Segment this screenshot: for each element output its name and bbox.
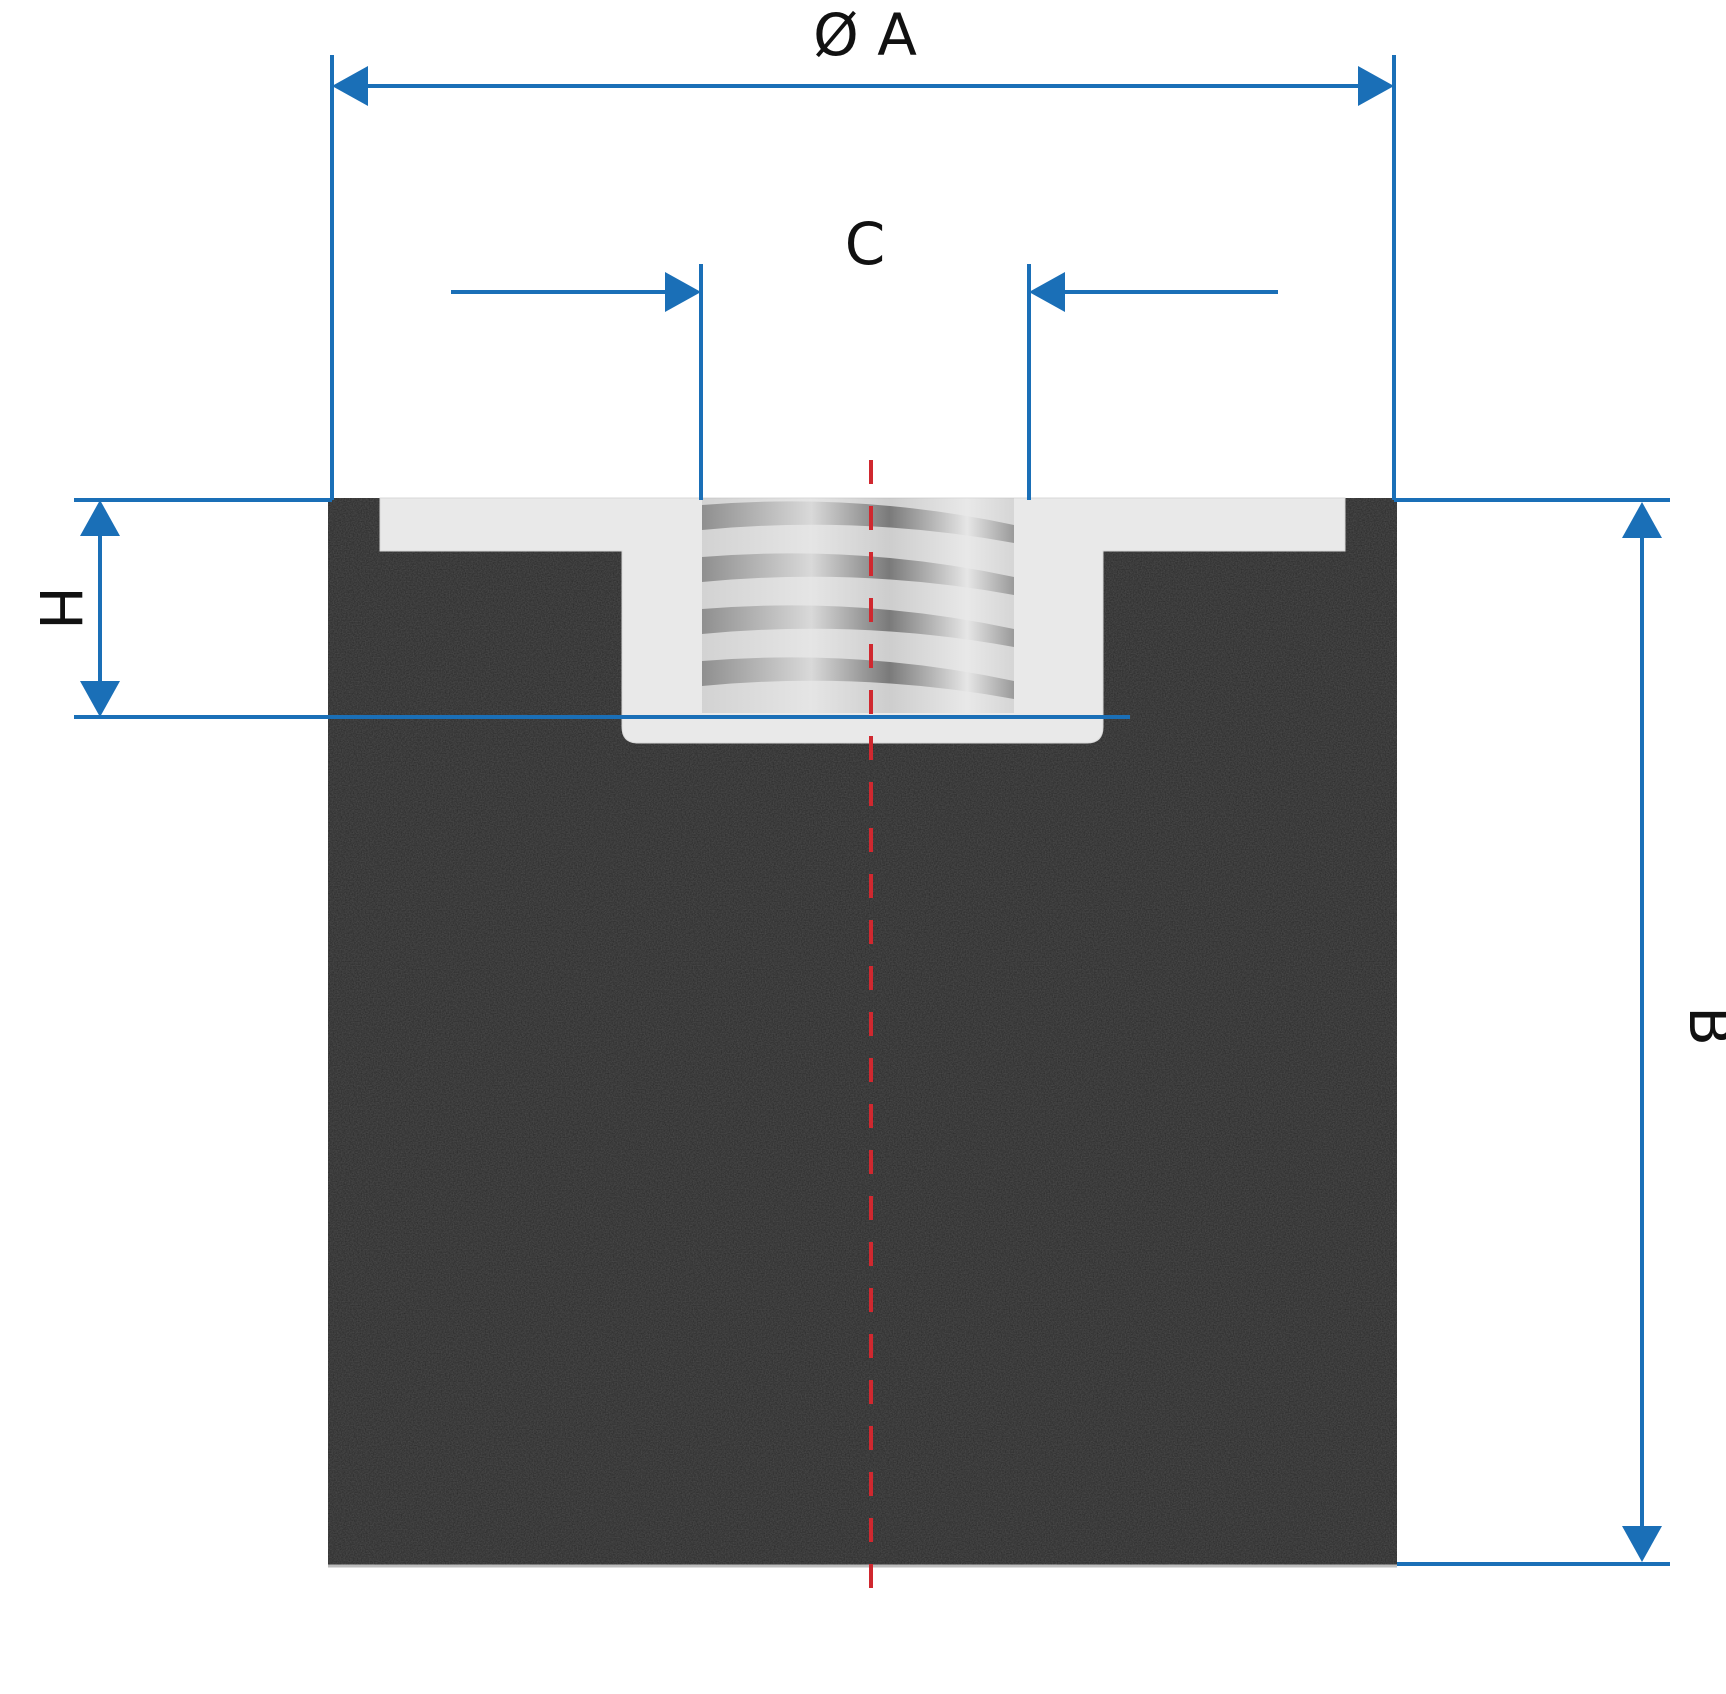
- dimension-a: [330, 55, 1396, 500]
- threaded-insert: [379, 497, 1346, 744]
- label-h: H: [26, 586, 94, 630]
- dimension-h: [74, 498, 1130, 719]
- thread: [702, 498, 1014, 713]
- label-c: C: [845, 210, 886, 278]
- dimension-b: [1394, 498, 1670, 1566]
- label-diameter-a: Ø A: [813, 1, 917, 69]
- dimension-c: [451, 264, 1278, 500]
- label-b: B: [1676, 1006, 1726, 1046]
